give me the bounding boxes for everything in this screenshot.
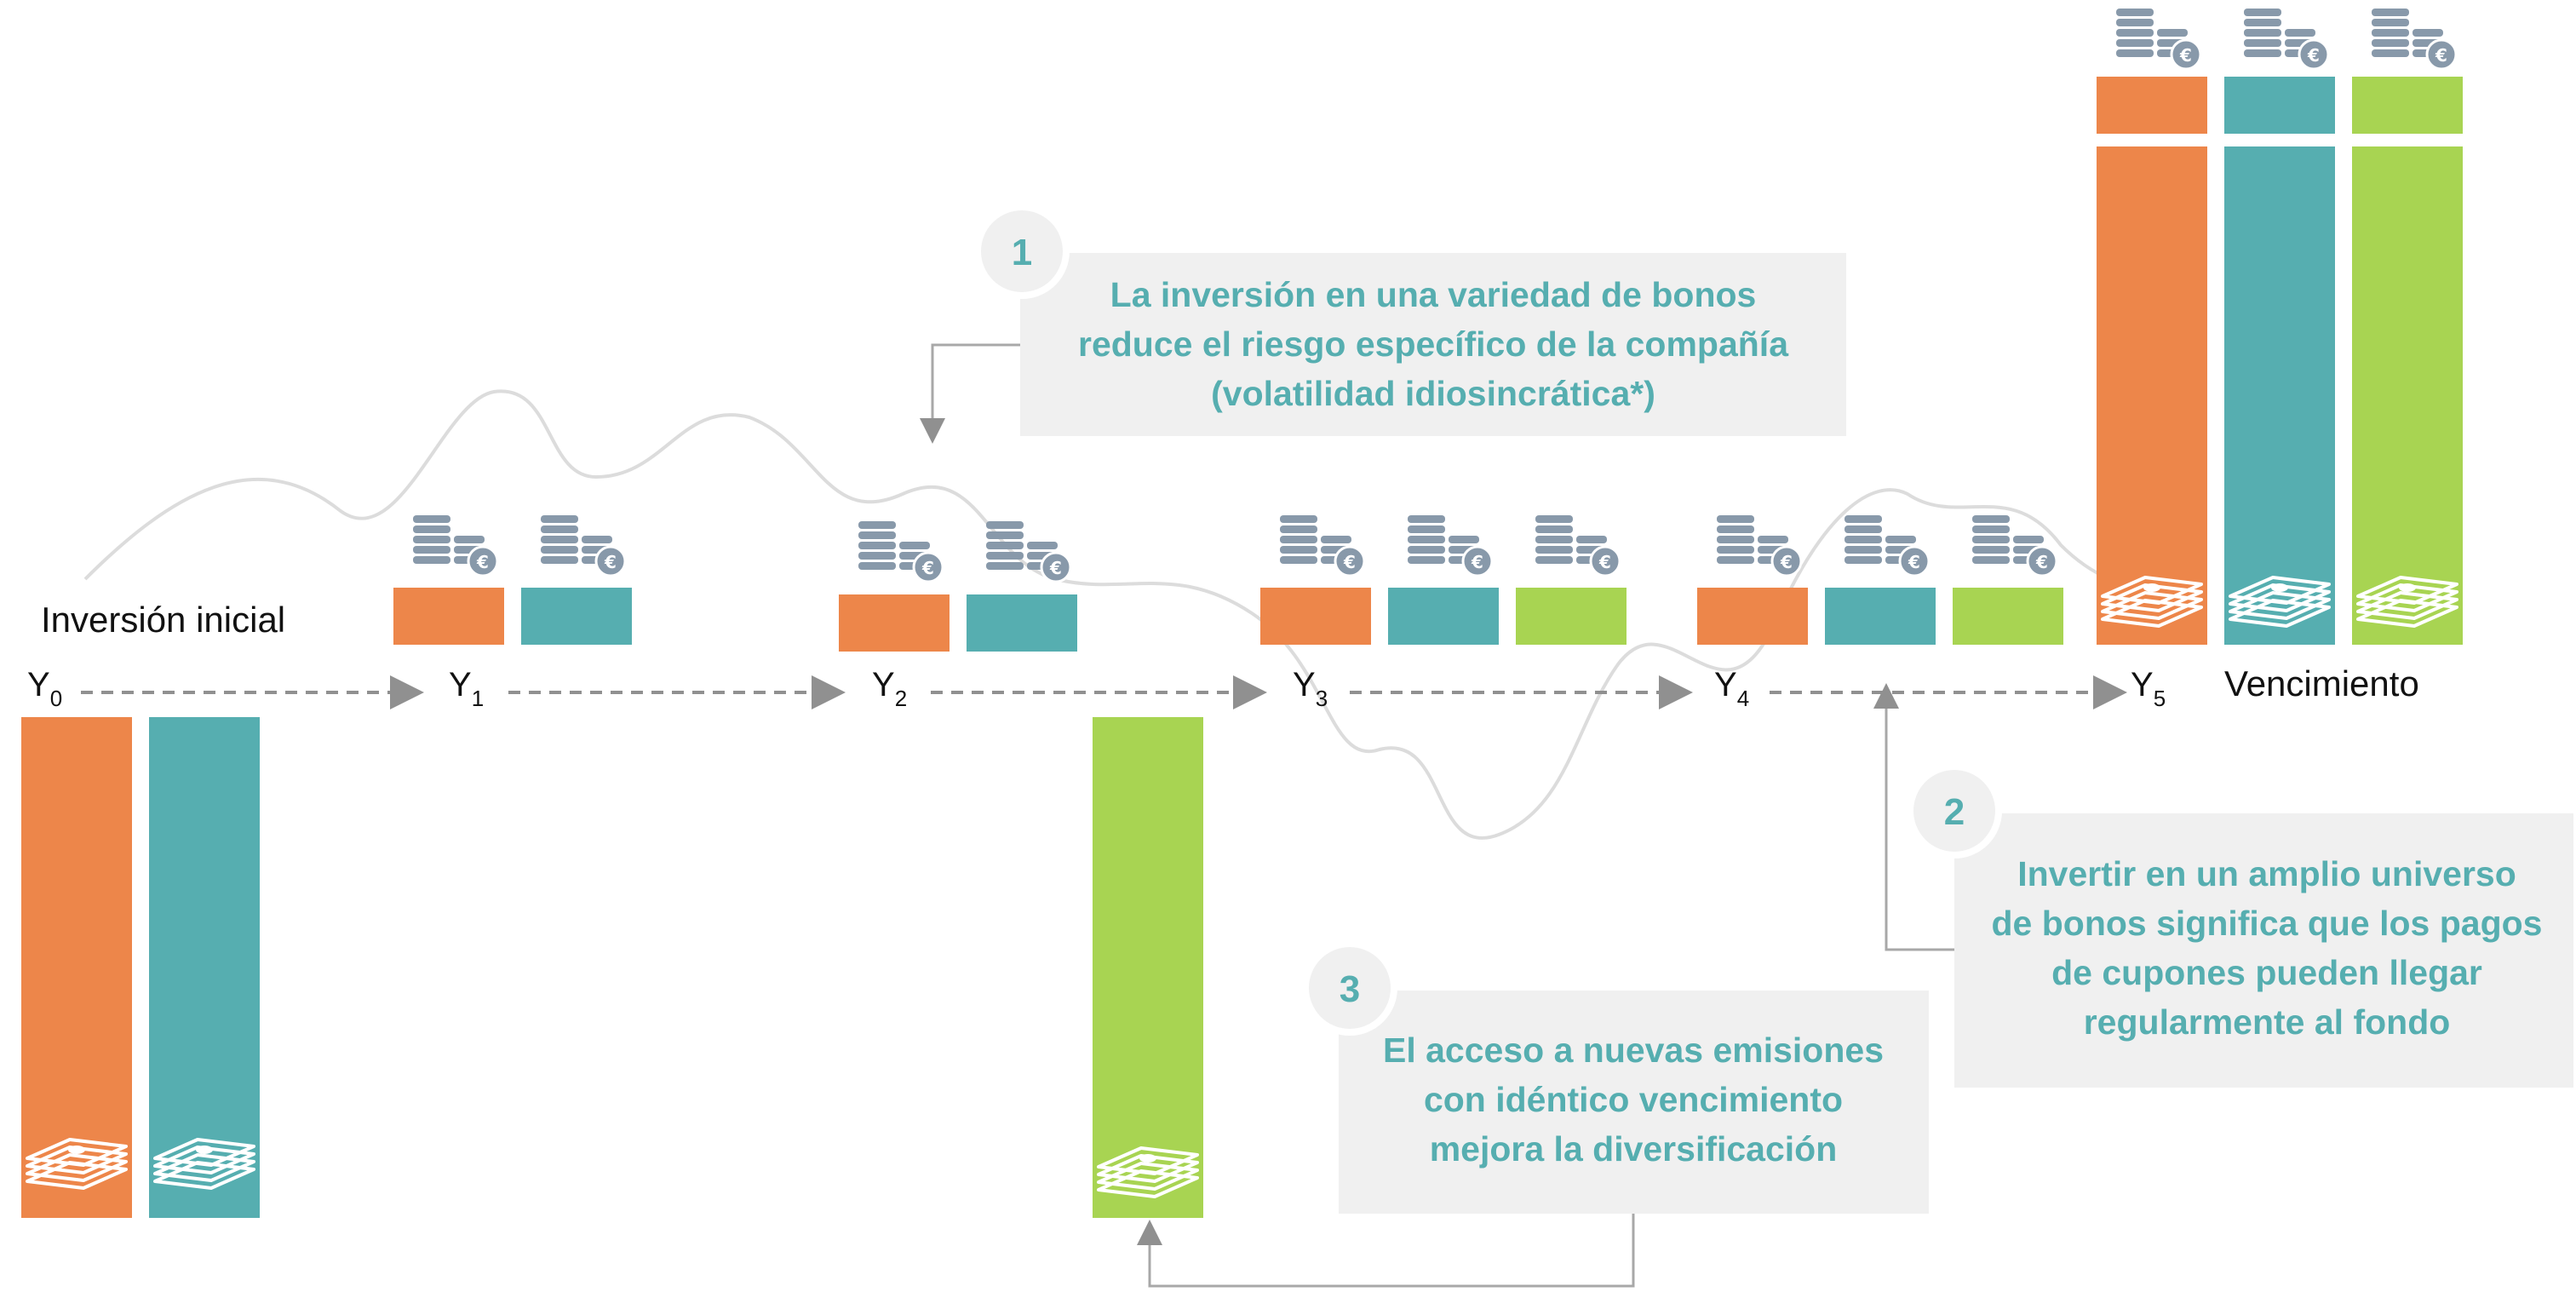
callout-1-number-circle (974, 204, 1070, 299)
callout-3-number: 3 (1340, 968, 1360, 1010)
callout-1: 1 La inversión en una variedad de bonos … (974, 204, 1846, 436)
coupon-y4-teal (1825, 588, 1936, 645)
svg-text:€: € (2179, 45, 2192, 66)
volatility-wave (83, 389, 2147, 840)
coin-stack-euro-icon: € (1408, 515, 1494, 577)
callout-2-line-1: Invertir en un amplio universo (2017, 854, 2516, 893)
initial-bar-teal (149, 717, 260, 1218)
coin-stack-euro-icon: € (986, 521, 1072, 583)
coupon-y4-green (1953, 588, 2063, 645)
coin-icons-group: € € € € € € € € € € € € € (413, 9, 2458, 583)
coin-stack-euro-icon: € (2244, 9, 2330, 71)
callout-3-line-3: mejora la diversificación (1430, 1129, 1838, 1169)
banknote-stack-icon (2229, 576, 2331, 628)
callout-1-connector (920, 343, 1022, 444)
coupon-y3-teal (1388, 588, 1499, 645)
callout-2-number: 2 (1944, 791, 1965, 833)
callout-3: 3 El acceso a nuevas emisiones con idént… (1302, 940, 1929, 1214)
callout-2-line-4: regularmente al fondo (2084, 1002, 2451, 1042)
principal-bar-teal (2224, 146, 2335, 645)
coin-stack-euro-icon: € (858, 521, 944, 583)
callout-3-line-1: El acceso a nuevas emisiones (1383, 1031, 1884, 1070)
svg-text:€: € (1598, 552, 1611, 572)
coin-stack-euro-icon: € (2116, 9, 2202, 71)
principal-bar-orange (2097, 146, 2207, 645)
banknote-stack-icon (2356, 576, 2458, 628)
coupon-y4-orange (1697, 588, 1808, 645)
callout-2-line-3: de cupones pueden llegar (2051, 953, 2482, 992)
principal-bar-green (2352, 146, 2463, 645)
coupon-y3-orange (1260, 588, 1371, 645)
label-y2: Y2 (872, 666, 907, 711)
coupon-y2-teal (967, 594, 1077, 652)
callout-2-line-2: de bonos significa que los pagos (1992, 904, 2543, 943)
callout-3-number-circle (1302, 940, 1397, 1036)
coupon-y1-teal (521, 588, 632, 645)
coin-stack-euro-icon: € (1280, 515, 1366, 577)
svg-text:€: € (604, 552, 617, 572)
coin-stack-euro-icon: € (1717, 515, 1803, 577)
label-y4: Y4 (1714, 666, 1749, 711)
coupon-y5-orange (2097, 77, 2207, 134)
callout-1-line-2: reduce el riesgo específico de la compañ… (1078, 324, 1789, 364)
label-y3: Y3 (1293, 666, 1328, 711)
callout-1-line-3: (volatilidad idiosincrática*) (1211, 374, 1655, 413)
svg-text:€: € (2035, 552, 2048, 572)
new-issue-bar-green (1093, 717, 1203, 1218)
svg-text:€: € (921, 558, 934, 578)
label-y1: Y1 (449, 666, 484, 711)
svg-text:€: € (1780, 552, 1793, 572)
callout-3-line-2: con idéntico vencimiento (1424, 1080, 1843, 1119)
svg-text:€: € (1049, 558, 1062, 578)
svg-text:€: € (2307, 45, 2320, 66)
cash-icons-group (26, 576, 2458, 1198)
initial-bar-orange (21, 717, 132, 1218)
callout-1-box (1020, 253, 1846, 436)
callout-1-number: 1 (1012, 232, 1032, 273)
svg-text:€: € (2435, 45, 2447, 66)
svg-text:€: € (1471, 552, 1483, 572)
coupon-y3-green (1516, 588, 1626, 645)
svg-text:€: € (1908, 552, 1920, 572)
callout-3-box (1339, 991, 1929, 1214)
svg-text:€: € (1343, 552, 1356, 572)
label-y5: Y5 (2131, 666, 2166, 711)
coin-stack-euro-icon: € (1845, 515, 1931, 577)
coin-stack-euro-icon: € (2372, 9, 2458, 71)
coin-stack-euro-icon: € (1535, 515, 1621, 577)
callout-3-connector (1137, 1214, 1635, 1288)
svg-text:€: € (476, 552, 489, 572)
initial-investment-label: Inversión inicial (41, 600, 285, 640)
banknote-stack-icon (2101, 576, 2203, 628)
coupon-y5-teal (2224, 77, 2335, 134)
banknote-stack-icon (1097, 1146, 1199, 1198)
banknote-stack-icon (26, 1138, 128, 1190)
maturity-label: Vencimiento (2224, 663, 2419, 703)
callout-2: 2 Invertir en un amplio universo de bono… (1907, 763, 2573, 1088)
coupon-y1-orange (393, 588, 504, 645)
coin-stack-euro-icon: € (541, 515, 627, 577)
banknote-stack-icon (153, 1138, 255, 1190)
label-y0: Y0 (27, 666, 62, 711)
callout-1-line-1: La inversión en una variedad de bonos (1110, 275, 1757, 314)
callout-2-number-circle (1907, 763, 2002, 858)
coin-stack-euro-icon: € (1972, 515, 2058, 577)
coin-stack-euro-icon: € (413, 515, 499, 577)
coupon-y5-green (2352, 77, 2463, 134)
coupon-y2-orange (839, 594, 950, 652)
callout-2-connector (1873, 683, 1954, 951)
callout-2-box (1954, 813, 2573, 1088)
